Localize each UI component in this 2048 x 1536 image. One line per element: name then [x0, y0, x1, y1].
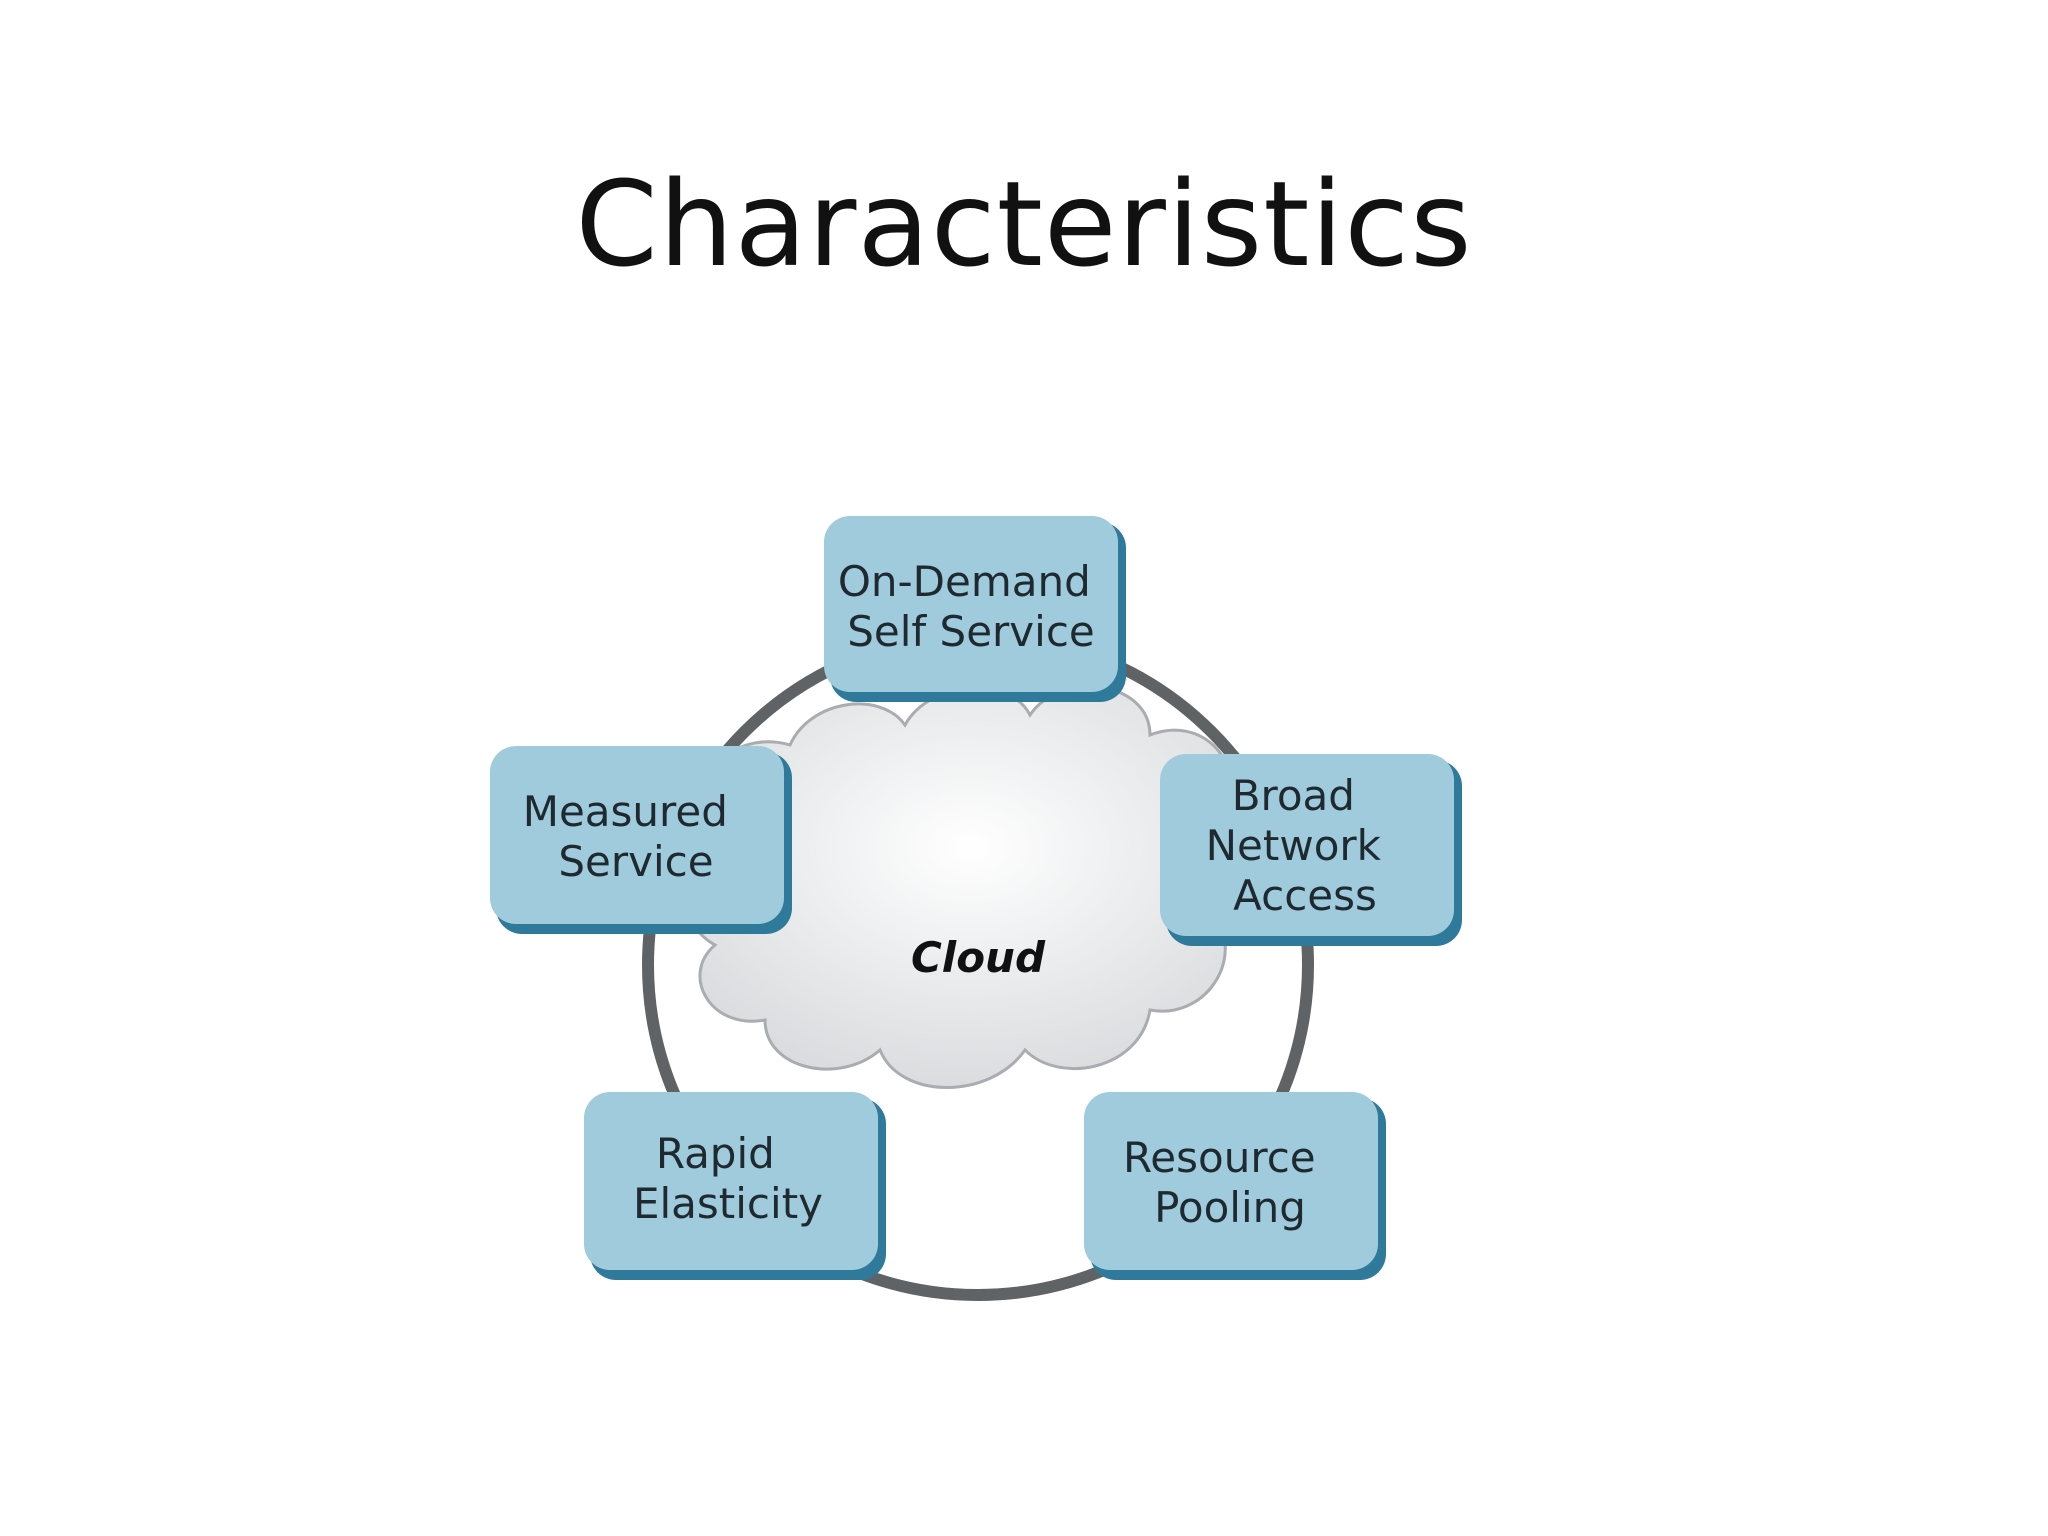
box-rapid-elasticity: Rapid Elasticity: [584, 1092, 886, 1280]
box-resource-pooling-line-1: Resource: [1123, 1133, 1316, 1182]
slide-title: Characteristics: [575, 155, 1473, 293]
svg-text:Broad Network: Broad Network Access: [1206, 771, 1395, 920]
box-measured-service-line-2: Service: [558, 837, 713, 886]
box-broad-network-access-line-3: Access: [1233, 871, 1377, 920]
box-rapid-elasticity-line-1: Rapid: [656, 1129, 775, 1178]
box-broad-network-access-line-1: Broad: [1232, 771, 1355, 820]
box-rapid-elasticity-line-2: Elasticity: [633, 1179, 823, 1228]
box-measured-service-line-1: Measured: [523, 787, 728, 836]
box-measured-service: Measured Service: [490, 746, 792, 934]
box-on-demand-self-service: On-Demand Self Service: [824, 516, 1126, 702]
box-on-demand-self-service-line-1: On-Demand: [838, 557, 1091, 606]
box-broad-network-access-line-2: Network: [1206, 821, 1382, 870]
svg-text:Rapid Elasticity: Rapid Elasticity: [633, 1129, 823, 1228]
svg-text:Resource Pooling: Resource Pooling: [1123, 1133, 1329, 1232]
box-broad-network-access: Broad Network Access: [1160, 754, 1462, 946]
svg-text:On-Demand Self Service: On-Demand Self Service: [838, 557, 1104, 656]
box-resource-pooling: Resource Pooling: [1084, 1092, 1386, 1280]
box-on-demand-self-service-line-2: Self Service: [847, 607, 1095, 656]
box-resource-pooling-line-2: Pooling: [1154, 1183, 1306, 1232]
cloud-label: Cloud: [911, 933, 1046, 982]
svg-text:Measured Service: Measured Service: [523, 787, 742, 886]
